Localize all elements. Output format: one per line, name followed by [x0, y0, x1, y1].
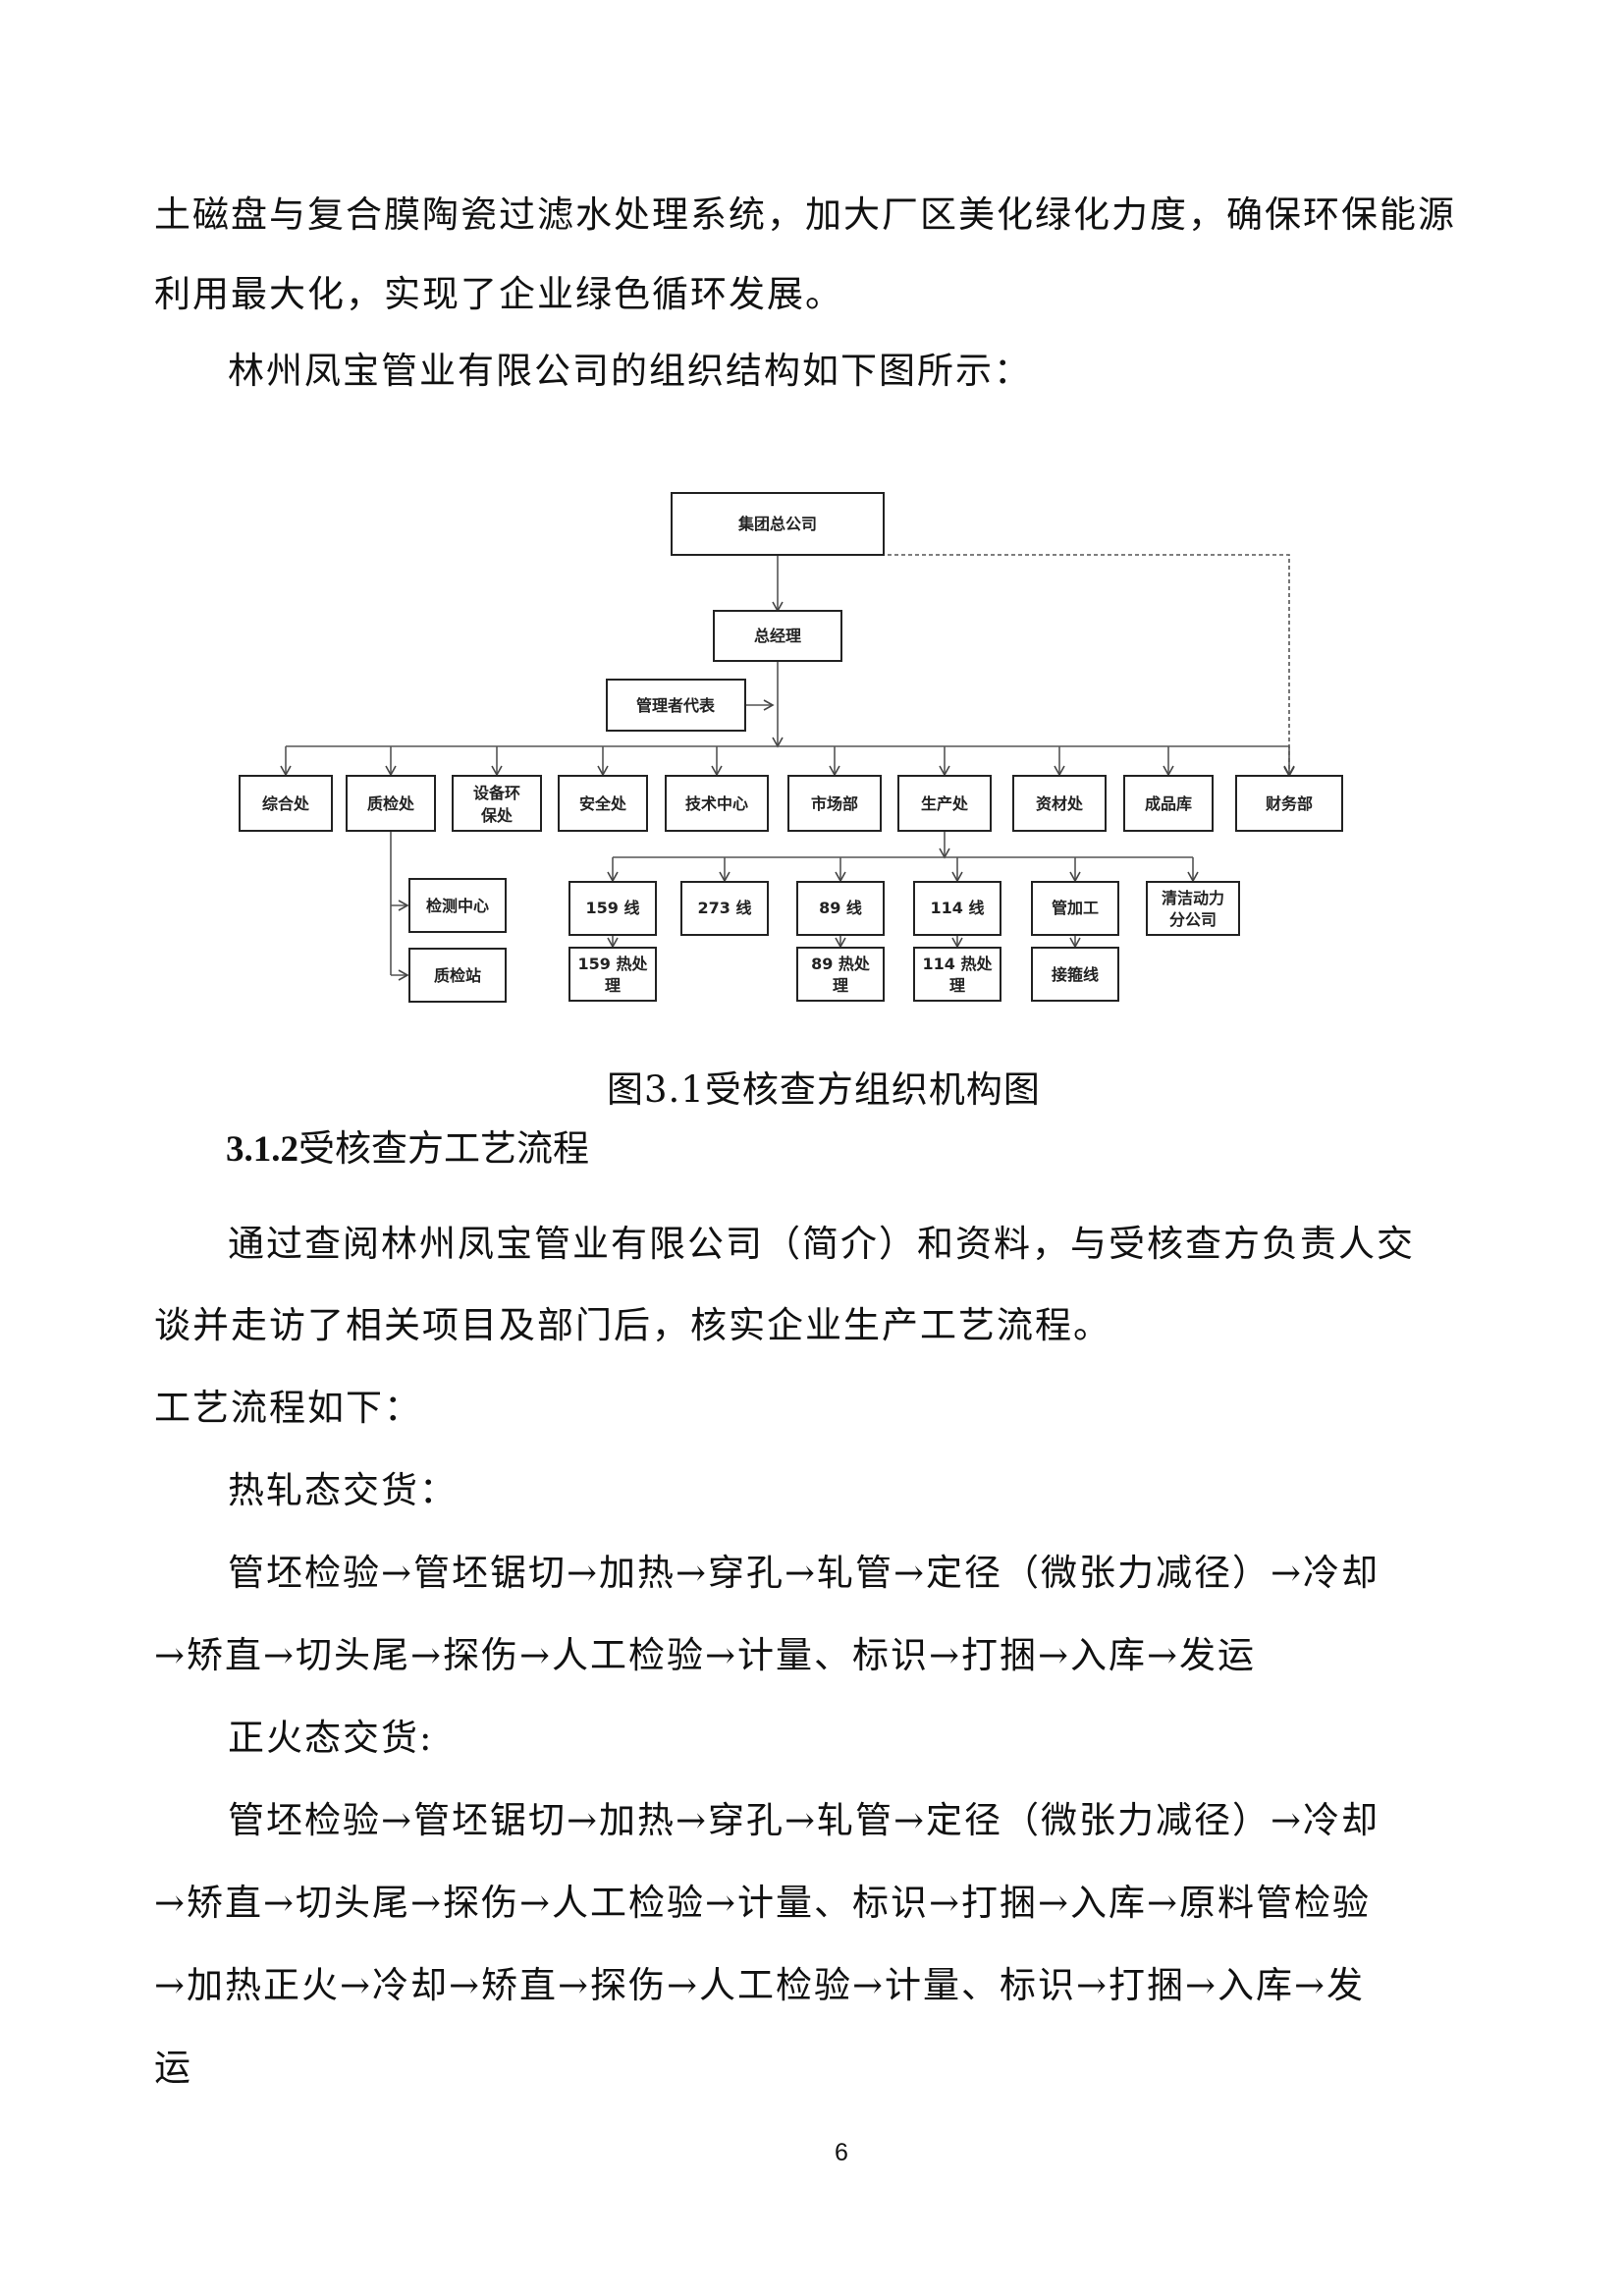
org-node-label: 市场部: [811, 794, 858, 813]
org-departments: 综合处 质检处 设备环 保处 安全处 技术中心 市场部 生产处 资材处 成品库 …: [239, 775, 1343, 832]
org-node-label: 总经理: [754, 627, 801, 645]
section-title: 受核查方工艺流程: [298, 1127, 589, 1170]
paragraph-line: 运: [154, 2047, 192, 2089]
paragraph-line: →矫直→切头尾→探伤→人工检验→计量、标识→打捆→入库→原料管检验: [154, 1882, 1372, 1924]
paragraph-line: 热轧态交货：: [228, 1469, 458, 1511]
paragraph-line: 通过查阅林州凤宝管业有限公司（简介）和资料，与受核查方负责人交: [228, 1223, 1415, 1265]
org-node-label: 管理者代表: [636, 696, 716, 715]
org-node-label: 159 线: [586, 899, 640, 917]
org-node-label: 综合处: [262, 794, 310, 813]
org-production-lines: 159 线 273 线 89 线 114 线 管加工 清洁动力 分公司: [568, 881, 1240, 936]
figure-caption: 图3.1受核查方组织机构图: [607, 1068, 1041, 1111]
org-node-label: 保处: [480, 806, 514, 825]
section-heading: 3.1.2受核查方工艺流程: [226, 1127, 589, 1172]
org-node-label: 质检站: [434, 966, 481, 985]
section-number: 3.1.2: [226, 1129, 298, 1170]
paragraph-line: 土磁盘与复合膜陶瓷过滤水处理系统，加大厂区美化绿化力度，确保环保能源: [154, 193, 1456, 236]
paragraph-line: 谈并走访了相关项目及部门后，核实企业生产工艺流程。: [154, 1304, 1111, 1346]
org-node-label: 89 线: [819, 899, 862, 917]
org-heat-treatment: 159 热处 理 89 热处 理 114 热处 理 接箍线: [568, 947, 1119, 1002]
org-node-label: 管加工: [1052, 899, 1099, 917]
paragraph-line: 管坯检验→管坯锯切→加热→穿孔→轧管→定径（微张力减径）→冷却: [228, 1552, 1380, 1594]
org-node-label: 设备环: [473, 784, 520, 802]
org-node-label: 生产处: [921, 794, 969, 813]
org-qc-subunits: 检测中心 质检站: [408, 878, 507, 1003]
org-node-label: 114 热处: [923, 955, 994, 973]
org-node-label: 财务部: [1265, 794, 1313, 813]
paragraph-line: 林州凤宝管业有限公司的组织结构如下图所示：: [228, 350, 1032, 392]
org-node-label: 114 线: [931, 899, 985, 917]
org-node-label: 分公司: [1169, 910, 1217, 929]
org-node-group: 集团总公司 总经理 管理者代表: [606, 492, 885, 732]
org-node-label: 89 热处: [811, 955, 871, 973]
org-node-label: 理: [605, 976, 621, 995]
paragraph-line: 正火态交货:: [228, 1717, 434, 1759]
org-node-label: 质检处: [367, 794, 415, 813]
org-node-label: 清洁动力: [1162, 889, 1224, 907]
paragraph-line: →加热正火→冷却→矫直→探伤→人工检验→计量、标识→打捆→入库→发: [154, 1964, 1366, 2006]
org-node-label: 安全处: [579, 794, 627, 813]
page-number: 6: [835, 2139, 848, 2166]
org-node-label: 理: [949, 976, 965, 995]
org-node-label: 159 热处: [578, 955, 649, 973]
paragraph-line: 管坯检验→管坯锯切→加热→穿孔→轧管→定径（微张力减径）→冷却: [228, 1799, 1380, 1841]
org-connectors: [280, 554, 1295, 981]
org-node-label: 资材处: [1036, 794, 1084, 813]
org-node-label: 技术中心: [685, 794, 748, 813]
paragraph-line: 利用最大化，实现了企业绿色循环发展。: [154, 273, 843, 315]
org-node-label: 273 线: [698, 899, 752, 917]
org-node-label: 检测中心: [426, 897, 489, 915]
paragraph-line: 工艺流程如下：: [154, 1387, 422, 1429]
org-node-label: 接箍线: [1052, 965, 1099, 984]
paragraph-line: →矫直→切头尾→探伤→人工检验→计量、标识→打捆→入库→发运: [154, 1634, 1257, 1676]
org-node-label: 成品库: [1145, 794, 1192, 813]
org-node-label: 集团总公司: [737, 515, 817, 533]
org-chart: 集团总公司 总经理 管理者代表 综合处 质检处 设备环 保处 安全处 技术中心 …: [239, 492, 1343, 1003]
org-node-label: 理: [833, 976, 848, 995]
